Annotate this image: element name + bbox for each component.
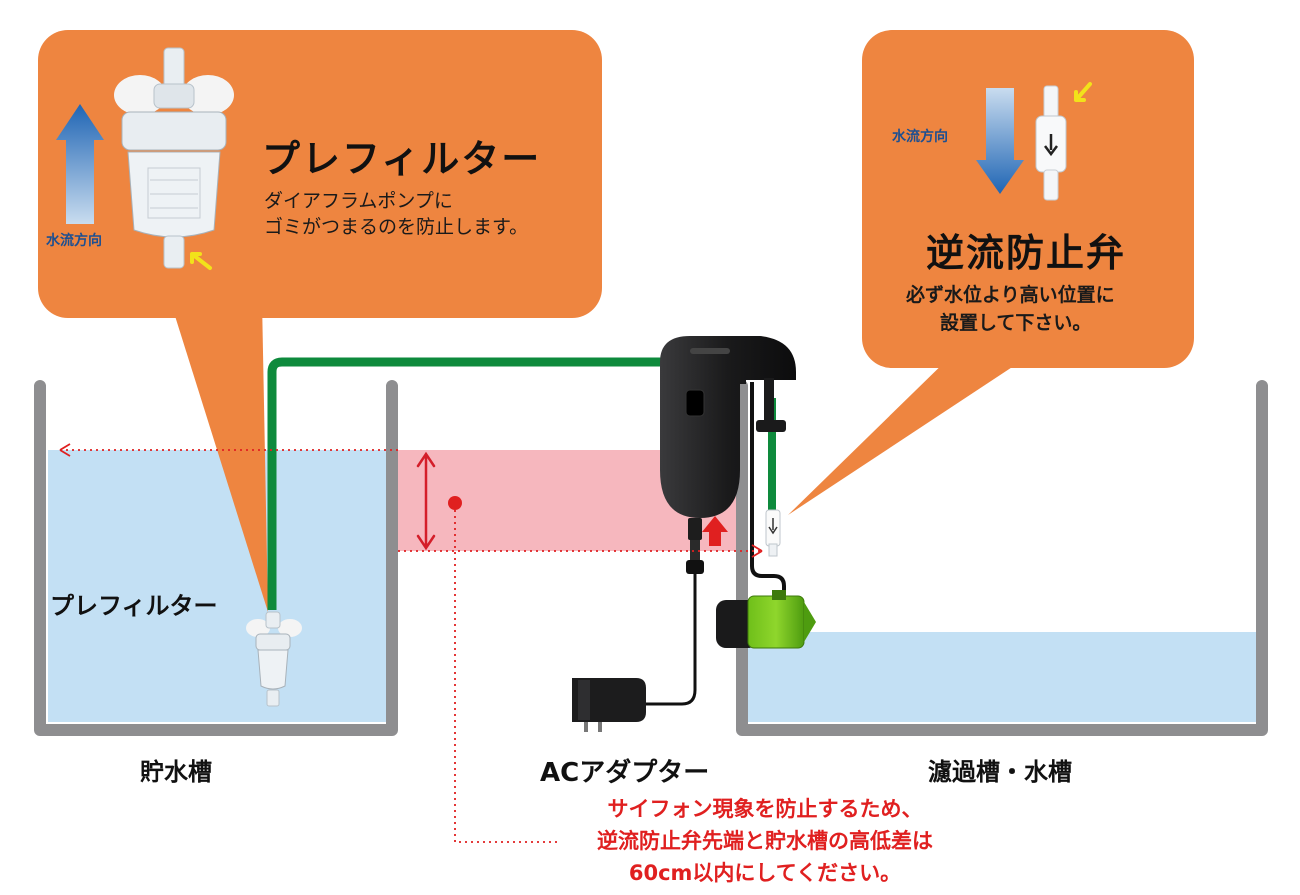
filter-tank-label: 濾過槽・水槽 [928,758,1072,786]
siphon-warning-line-2: 逆流防止弁先端と貯水槽の高低差は [597,829,933,853]
check-valve-description-line-1: 必ず水位より高い位置に [906,284,1115,306]
check-valve-title: 逆流防止弁 [926,231,1127,275]
prefilter-inlet-pointer-icon [190,252,212,270]
warning-leader-line [454,510,560,843]
air-outlet-arrow-icon [702,516,728,546]
adapter-label: ACアダプター [540,758,710,788]
prefilter-flow-label: 水流方向 [46,233,102,249]
prefilter-description-line-1: ダイアフラムポンプに [264,190,453,212]
reservoir-label: 貯水槽 [140,758,212,786]
air-tube [750,382,786,598]
adapter-cable [640,574,697,706]
prefilter-title: プレフィルター [262,137,542,181]
ac-adapter-icon [572,678,646,732]
air-stone-pump-icon [716,590,816,649]
height-difference-arrow-icon [416,451,436,551]
check-valve-callout-box [862,30,1194,368]
check-valve-product-icon [1035,85,1067,201]
tank-prefilter-icon [246,611,302,707]
siphon-warning-line-1: サイフォン現象を防止するため、 [607,797,923,821]
height-marker-dot [448,496,462,510]
check-valve-callout-pointer [788,352,1035,515]
prefilter-flow-arrow-icon [56,104,104,224]
filter-tank-wall [736,380,1268,736]
tank-prefilter-label: プレフィルター [50,592,218,620]
prefilter-callout-pointer [170,300,268,612]
reservoir-tank-wall [34,380,398,736]
inline-check-valve-icon [765,509,781,557]
check-valve-flow-label: 水流方向 [892,129,948,145]
diaphragm-pump-icon [660,336,796,574]
filter-tank-water [748,632,1258,722]
valve-level-arrow-icon [751,544,763,558]
reservoir-water [48,450,386,722]
check-valve-pointer-icon [1074,82,1092,102]
prefilter-description-line-2: ゴミがつまるのを防止します。 [264,216,529,238]
check-valve-description-line-2: 設置して下さい。 [940,312,1092,334]
water-level-arrow-icon [59,443,71,457]
siphon-warning-line-3: 60cm以内にしてください。 [628,861,902,885]
check-valve-flow-arrow-icon [976,88,1024,194]
green-tube [267,357,690,610]
prefilter-product-icon [114,47,234,269]
